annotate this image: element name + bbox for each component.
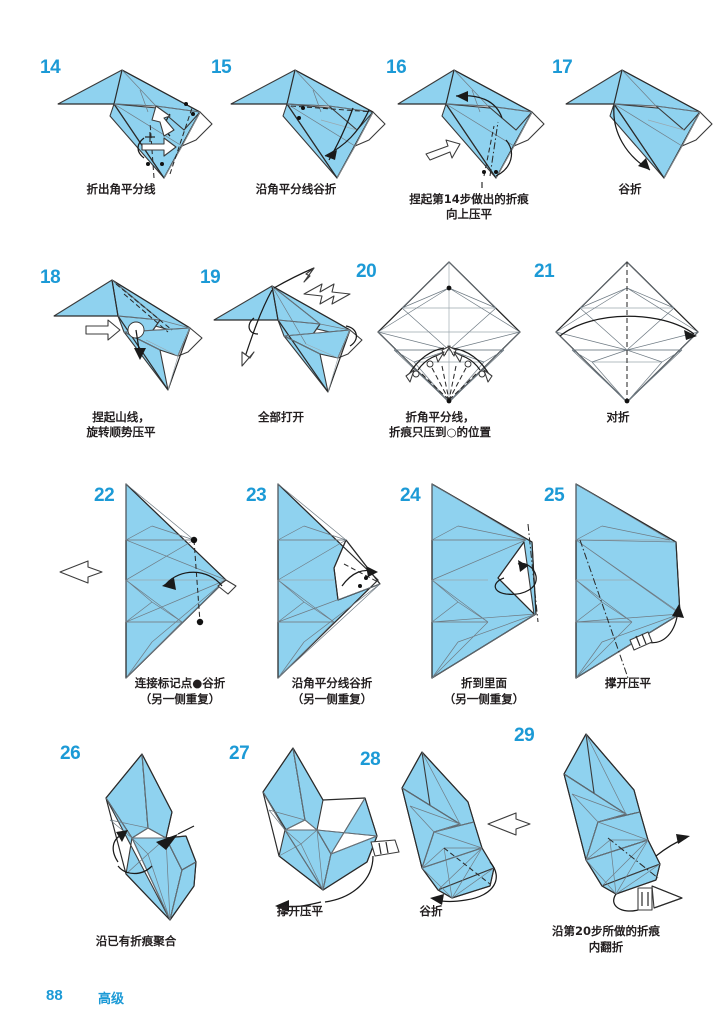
step-caption-line-1: 连接标记点●谷折: [134, 676, 226, 690]
step-number: 15: [211, 57, 232, 78]
step-23: 23 沿角平分线谷折 （另一侧重复）: [246, 480, 412, 710]
step-17: 17 谷折: [548, 52, 724, 202]
step-14: 14 折出角平分线: [30, 52, 213, 202]
step-number: 26: [60, 743, 81, 764]
step-caption-line-1: 捏起第14步做出的折痕: [409, 192, 529, 206]
step-caption-line-1: 沿角平分线谷折: [291, 676, 373, 690]
step-caption-line-2: 内翻折: [588, 940, 624, 954]
step-26: 26 沿已有折痕聚合: [40, 736, 230, 956]
step-diagram-20: [374, 258, 524, 406]
step-caption: 全部打开: [258, 410, 304, 424]
step-28: 28 谷折: [352, 736, 522, 956]
step-diagram-22: [122, 482, 254, 682]
step-diagram-23: [274, 482, 406, 682]
step-number: 28: [360, 749, 381, 770]
step-number: 24: [400, 485, 421, 506]
step-number: 20: [356, 261, 377, 282]
step-caption-line-1: 捏起山线，: [92, 410, 150, 424]
step-diagram-27: [245, 744, 405, 914]
step-caption-line-2: 向上压平: [446, 207, 492, 221]
step-number: 16: [386, 57, 407, 78]
step-caption: 折出角平分线: [86, 182, 156, 196]
step-27: 27 撑开压平: [215, 736, 405, 956]
step-caption: 谷折: [419, 904, 443, 918]
step-diagram-26: [70, 746, 230, 926]
step-caption-line-1: 折到里面: [461, 676, 507, 690]
step-caption: 撑开压平: [605, 676, 651, 690]
step-19: 19 全部打开: [190, 262, 372, 452]
step-caption: 沿已有折痕聚合: [95, 934, 177, 948]
step-caption-line-2: 折痕只压到○的位置: [388, 425, 492, 439]
step-number: 19: [200, 267, 221, 288]
step-caption-line-2: （另一侧重复）: [443, 692, 525, 706]
step-number: 23: [246, 485, 267, 506]
step-number: 14: [40, 57, 61, 78]
step-diagram-25: [572, 482, 704, 682]
step-21: 21 对折: [530, 258, 706, 458]
step-diagram-24: [428, 482, 560, 682]
step-caption-line-2: （另一侧重复）: [139, 692, 221, 706]
step-16: 16 捏起第14步做出的折痕 向上压平: [378, 52, 560, 232]
footer-page-number: 88: [46, 987, 63, 1004]
step-number: 22: [94, 485, 115, 506]
step-29: 29 沿第20步所做的折痕 内翻折: [514, 726, 720, 966]
step-diagram-21: [552, 258, 702, 406]
step-24: 24 折到里面 （另一侧重复）: [400, 480, 564, 710]
step-caption-line-2: （另一侧重复）: [291, 692, 373, 706]
step-diagram-19: [210, 267, 386, 398]
step-25: 25 撑开压平: [544, 480, 708, 710]
footer-level-label: 高级: [98, 992, 125, 1007]
step-diagram-16: [397, 60, 570, 188]
step-diagram-14: [52, 60, 224, 182]
step-22: 22 连接标记点●谷折 （另一侧重复）: [94, 480, 260, 710]
turn-arrow-to-29: [484, 808, 534, 840]
step-diagram-15: [225, 60, 397, 182]
step-diagram-28: [382, 744, 532, 914]
page-footer: 88 高级: [0, 977, 728, 1023]
step-diagram-17: [565, 60, 728, 182]
step-caption-line-2: 旋转顺势压平: [86, 425, 156, 439]
step-caption: 谷折: [618, 182, 642, 196]
step-20: 20: [352, 258, 528, 458]
step-18: 18 捏起山线， 旋转顺势压平: [30, 262, 212, 452]
step-15: 15 沿角平分线谷折: [205, 52, 387, 202]
step-number: 29: [514, 725, 535, 746]
step-caption: 撑开压平: [277, 904, 323, 918]
step-caption-line-1: 折角平分线，: [405, 410, 475, 424]
turn-arrow-to-22: [56, 556, 106, 588]
step-diagram-18: [50, 272, 222, 397]
step-number: 27: [229, 743, 250, 764]
step-caption: 对折: [606, 410, 630, 424]
step-caption-line-1: 沿第20步所做的折痕: [551, 924, 660, 938]
step-diagram-29: [542, 728, 702, 918]
step-caption: 沿角平分线谷折: [255, 182, 337, 196]
step-number: 17: [552, 57, 573, 78]
step-number: 21: [534, 261, 555, 282]
step-number: 25: [544, 485, 565, 506]
repeat-arrow-19-to-20: [300, 276, 356, 312]
step-number: 18: [40, 267, 61, 288]
